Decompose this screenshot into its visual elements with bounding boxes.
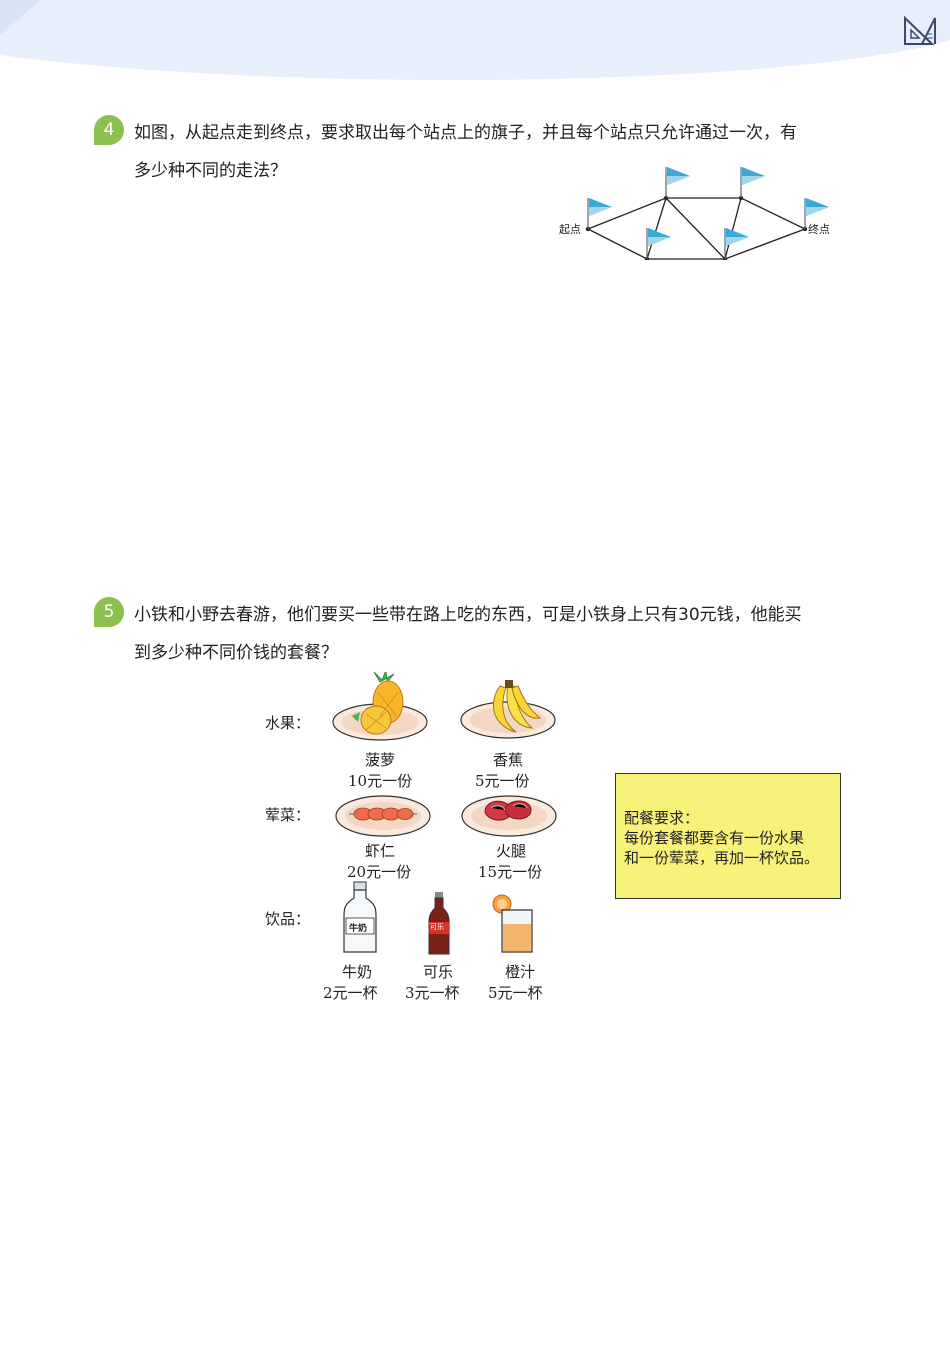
shrimp-icon [335,795,431,837]
category-drink: 饮品： [265,910,311,928]
banana-icon [460,680,556,739]
milk-name: 牛奶 [342,963,373,981]
start-label: 起点 [559,223,581,236]
rule-line2: 和一份荤菜，再加一杯饮品。 [624,849,820,867]
question-4-badge: 4 [94,115,124,145]
orange-juice-icon [492,894,533,953]
rule-title: 配餐要求： [624,809,700,827]
cola-name: 可乐 [423,963,454,981]
milk-bottle-label: 牛奶 [349,924,368,934]
question-4-line2: 多少种不同的走法？ [134,161,287,181]
pineapple-price: 10元一份 [348,772,413,790]
pineapple-icon [332,672,428,741]
juice-name: 橙汁 [505,963,536,981]
route-diagram [585,167,829,260]
end-label: 终点 [808,223,830,236]
banana-price: 5元一份 [475,772,530,790]
banana-name: 香蕉 [493,751,524,769]
category-meat: 荤菜： [265,806,311,824]
cola-price: 3元一杯 [405,984,460,1002]
milk-price: 2元一杯 [323,984,378,1002]
header-wave [0,0,950,81]
question-4-line1: 如图，从起点走到终点，要求取出每个站点上的旗子，并且每个站点只允许通过一次，有 [134,123,797,143]
question-5-line1: 小铁和小野去春游，他们要买一些带在路上吃的东西，可是小铁身上只有30元钱，他能买 [134,605,802,625]
logo-icon [904,15,936,45]
rule-line1: 每份套餐都要含有一份水果 [624,829,805,847]
shrimp-name: 虾仁 [365,842,396,860]
milk-icon [343,881,377,953]
cola-icon [428,892,450,955]
question-5-line2: 到多少种不同价钱的套餐？ [134,643,338,663]
shrimp-price: 20元一份 [347,863,412,881]
meal-rule-box: 配餐要求： 每份套餐都要含有一份水果 和一份荤菜，再加一杯饮品。 [615,773,841,899]
ham-price: 15元一份 [478,863,543,881]
category-fruit: 水果： [265,714,311,732]
question-5-badge: 5 [94,597,124,627]
cola-bottle-label: 可乐 [430,923,444,931]
pineapple-name: 菠萝 [365,751,396,769]
ham-icon [461,795,557,837]
juice-price: 5元一杯 [488,984,543,1002]
ham-name: 火腿 [496,842,527,860]
